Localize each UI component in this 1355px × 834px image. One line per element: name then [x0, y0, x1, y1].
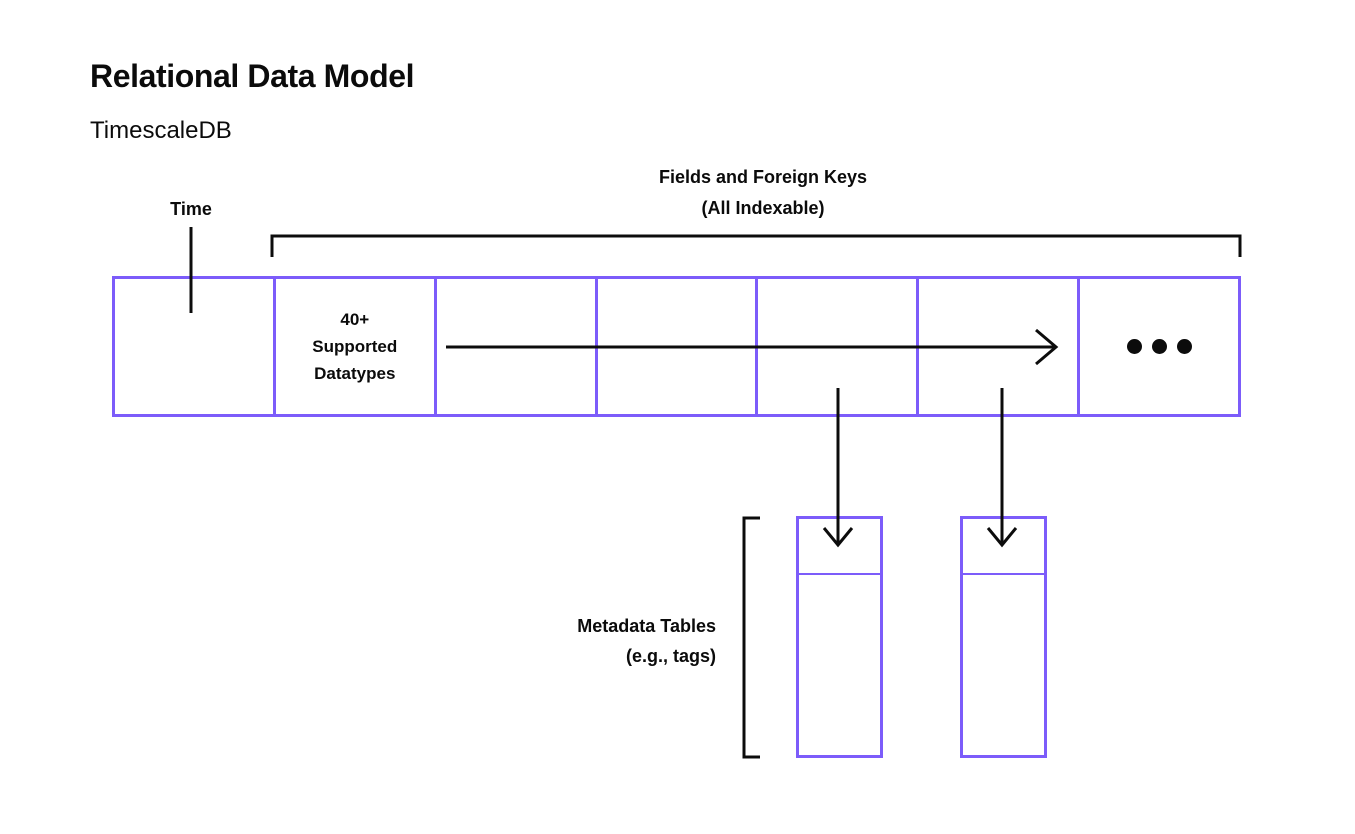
table-cell-ellipsis	[1080, 279, 1238, 414]
metadata-tables-label: Metadata Tables (e.g., tags)	[456, 611, 716, 671]
table-cell-field-1	[437, 279, 598, 414]
metadata-label-line2: (e.g., tags)	[625, 646, 716, 666]
fields-bracket	[270, 234, 1242, 257]
table-cell-time	[115, 279, 276, 414]
datatypes-label-line3: Datatypes	[314, 364, 396, 383]
time-label: Time	[170, 199, 212, 219]
metadata-table-left	[796, 516, 883, 758]
metadata-table-right-header	[963, 519, 1044, 575]
ellipsis-dot	[1151, 339, 1167, 354]
metadata-table-left-header	[799, 519, 880, 575]
fields-label-line2: (All Indexable)	[701, 198, 825, 218]
table-cell-field-3	[758, 279, 920, 414]
table-cell-field-2	[598, 279, 759, 414]
fields-foreign-keys-label: Fields and Foreign Keys (All Indexable)	[563, 162, 963, 224]
table-cell-field-4	[919, 279, 1081, 414]
datatypes-label-line2: Supported	[312, 337, 398, 356]
metadata-bracket	[742, 516, 760, 759]
ellipsis-icon	[1126, 339, 1192, 354]
metadata-label-line1: Metadata Tables	[577, 616, 716, 636]
table-cell-datatypes: 40+ Supported Datatypes	[276, 279, 437, 414]
datatypes-label: 40+ Supported Datatypes	[312, 306, 397, 387]
fields-label-line1: Fields and Foreign Keys	[658, 167, 868, 187]
page-subtitle: TimescaleDB	[90, 117, 232, 144]
ellipsis-dot	[1126, 339, 1142, 354]
page-title: Relational Data Model	[90, 58, 415, 94]
hypertable-row: 40+ Supported Datatypes	[112, 276, 1241, 417]
datatypes-label-line1: 40+	[340, 310, 370, 329]
metadata-table-right	[960, 516, 1047, 758]
ellipsis-dot	[1176, 339, 1192, 354]
